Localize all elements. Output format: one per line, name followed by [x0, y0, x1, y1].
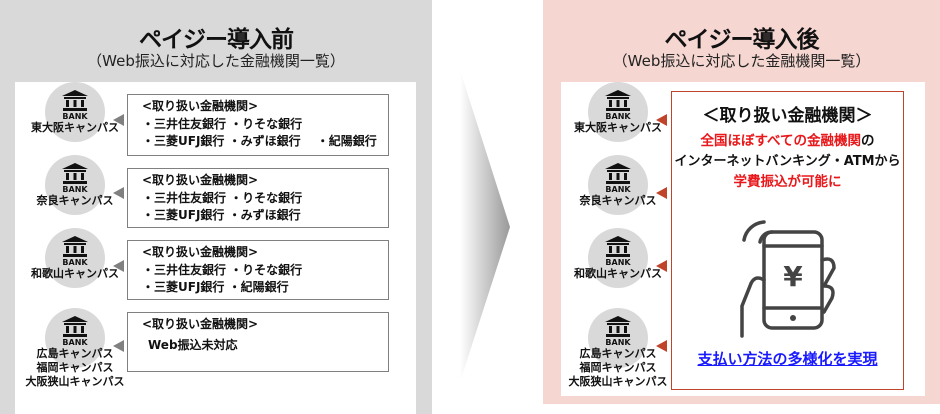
bank-list-box: <取り扱い金融機関> Web振込未対応 — [127, 312, 389, 372]
bank-icon: BANK — [45, 163, 105, 194]
bank-icon: BANK — [588, 236, 648, 267]
bank-list-line: <取り扱い金融機関> — [142, 317, 259, 331]
bank-icon: BANK — [45, 316, 105, 347]
bank-list-line: ・三菱UFJ銀行 ・みずほ銀行 — [142, 208, 301, 222]
diversify-payment-link[interactable]: 支払い方法の多様化を実現 — [697, 350, 878, 368]
campus-name-line: 福岡キャンパス — [36, 361, 114, 374]
bank-list-box: <取り扱い金融機関> ・三井住友銀行 ・りそな銀行・三菱UFJ銀行 ・みずほ銀行 — [127, 168, 389, 228]
bank-list-line: <取り扱い金融機関> — [142, 99, 259, 113]
bank-icon-label: BANK — [605, 258, 631, 267]
bank-icon-label: BANK — [605, 112, 631, 121]
bank-icon: BANK — [588, 163, 648, 194]
campus-name-line: 広島キャンパス — [36, 347, 114, 360]
bank-list-box: <取り扱い金融機関> ・三井住友銀行 ・りそな銀行・三菱UFJ銀行 ・紀陽銀行 — [127, 240, 389, 300]
bank-icon: BANK — [588, 90, 648, 121]
pointer-arrow-icon — [656, 340, 667, 352]
campus-name: 東大阪キャンパス — [20, 121, 130, 135]
campus-name: 広島キャンパス福岡キャンパス大阪狭山キャンパス — [563, 347, 673, 389]
pointer-arrow-icon — [113, 114, 124, 126]
after-subtitle: （Web振込に対応した金融機関一覧） — [612, 52, 871, 70]
pointer-arrow-icon — [656, 260, 667, 272]
bank-list-line: ・三菱UFJ銀行 ・紀陽銀行 — [142, 280, 289, 294]
particle-text: の — [861, 133, 875, 149]
campus-name-line: 大阪狭山キャンパス — [568, 375, 668, 388]
campus-name-line: 奈良キャンパス — [579, 194, 657, 207]
before-content: BANK 東大阪キャンパス<取り扱い金融機関>・三井住友銀行 ・りそな銀行・三菱… — [15, 82, 416, 414]
after-content: ＜取り扱い金融機関＞ 全国ほぼすべての金融機関の インターネットバンキング・AT… — [561, 82, 925, 396]
pointer-arrow-icon — [113, 260, 124, 272]
bank-list-line: <取り扱い金融機関> — [142, 245, 259, 259]
bank-list-box: <取り扱い金融機関> ・三井住友銀行 ・りそな銀行・三菱UFJ銀行 ・みずほ銀行 … — [127, 94, 389, 156]
bank-list-line: ・三菱UFJ銀行 ・みずほ銀行 ・紀陽銀行 — [142, 134, 377, 148]
pointer-arrow-icon — [656, 114, 667, 126]
before-subtitle: （Web振込に対応した金融機関一覧） — [87, 52, 345, 70]
bank-list-line: ・三井住友銀行 ・りそな銀行 — [142, 190, 303, 205]
bank-icon-label: BANK — [62, 112, 88, 121]
campus-name: 奈良キャンパス — [20, 194, 130, 208]
campus-name-line: 奈良キャンパス — [36, 194, 114, 207]
campus-name-line: 大阪狭山キャンパス — [25, 375, 125, 388]
after-title: ペイジー導入後 — [664, 27, 820, 53]
bank-icon: BANK — [45, 236, 105, 267]
smartphone-payment-icon: ¥ — [740, 220, 836, 338]
bank-list-line: ・三井住友銀行 ・りそな銀行 — [142, 262, 303, 277]
campus-name-line: 東大阪キャンパス — [31, 121, 119, 134]
bank-list-line: <取り扱い金融機関> — [142, 173, 259, 187]
arrow-right-icon — [460, 70, 510, 382]
before-panel: ペイジー導入前 （Web振込に対応した金融機関一覧） BANK 東大阪キャンパス… — [0, 0, 432, 414]
bank-list-line: Web振込未対応 — [148, 337, 238, 352]
campus-name-line: 和歌山キャンパス — [31, 267, 119, 280]
financial-institutions-box: ＜取り扱い金融機関＞ 全国ほぼすべての金融機関の インターネットバンキング・AT… — [671, 91, 904, 390]
bank-icon: BANK — [588, 316, 648, 347]
campus-name: 和歌山キャンパス — [563, 267, 673, 281]
bank-icon-label: BANK — [62, 258, 88, 267]
campus-name-line: 福岡キャンパス — [579, 361, 657, 374]
bank-list-line: ・三井住友銀行 ・りそな銀行 — [142, 116, 303, 131]
all-banks-text: 全国ほぼすべての金融機関 — [700, 133, 861, 149]
pointer-arrow-icon — [113, 187, 124, 199]
pointer-arrow-icon — [113, 340, 124, 352]
box-heading: ＜取り扱い金融機関＞ — [702, 106, 873, 126]
before-title: ペイジー導入前 — [139, 27, 294, 53]
campus-name: 東大阪キャンパス — [563, 121, 673, 135]
bank-icon: BANK — [45, 90, 105, 121]
tuition-transfer-text: 学費振込が可能に — [733, 174, 842, 190]
bank-icon-label: BANK — [605, 185, 631, 194]
bank-icon-label: BANK — [62, 185, 88, 194]
bank-icon-label: BANK — [62, 338, 88, 347]
campus-name-line: 東大阪キャンパス — [574, 121, 662, 134]
after-panel: ペイジー導入後 （Web振込に対応した金融機関一覧） ＜取り扱い金融機関＞ 全国… — [543, 0, 940, 404]
pointer-arrow-icon — [656, 187, 667, 199]
yen-symbol: ¥ — [783, 260, 803, 293]
campus-name-line: 広島キャンパス — [579, 347, 657, 360]
internet-banking-text: インターネットバンキング・ATMから — [674, 154, 901, 169]
campus-name: 奈良キャンパス — [563, 194, 673, 208]
bank-icon-label: BANK — [605, 338, 631, 347]
campus-name: 広島キャンパス福岡キャンパス大阪狭山キャンパス — [20, 347, 130, 389]
campus-name: 和歌山キャンパス — [20, 267, 130, 281]
campus-name-line: 和歌山キャンパス — [574, 267, 662, 280]
